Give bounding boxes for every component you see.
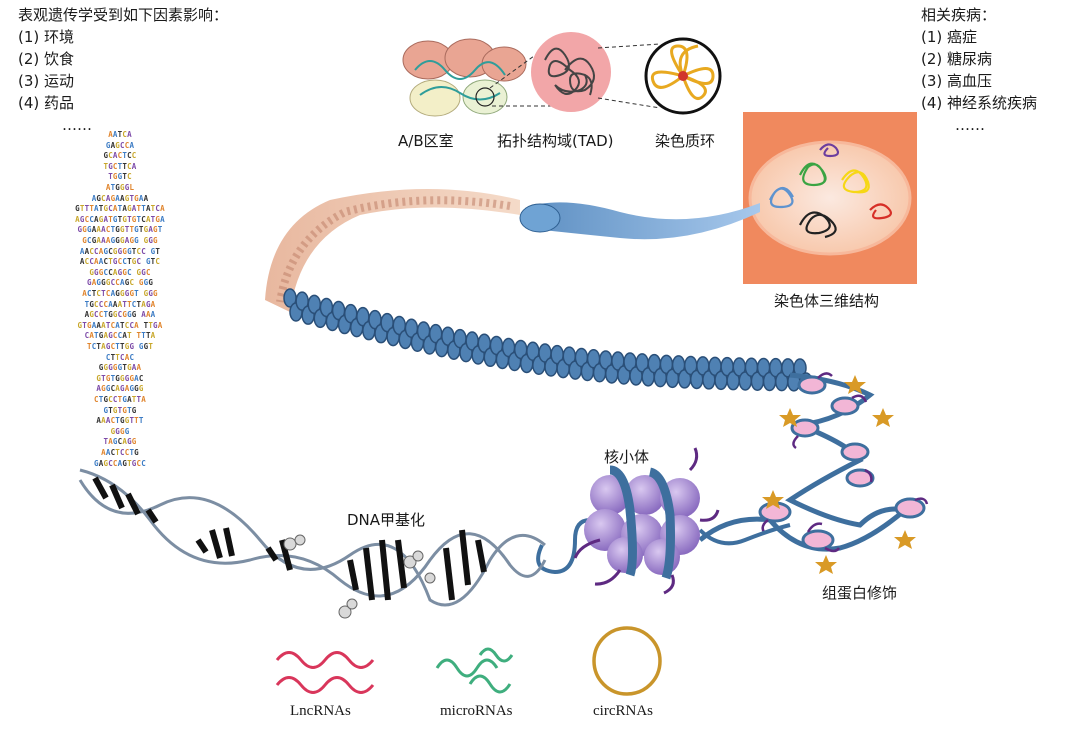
chromatin-loop-figure: [644, 37, 722, 115]
dna-figure-row: ACTCTCAGGGGT GGG: [82, 289, 158, 298]
dna-figure-row: AGCAGAAGTGAA: [91, 193, 149, 203]
dna-figure-row: AAACTGGTTT: [96, 416, 144, 426]
dna-figure-row: AACTCCTG: [101, 448, 139, 457]
dna-figure-row: ACCAACTGCCTGC GTC: [79, 257, 161, 267]
dna-figure-row: AACCAGCGGGGTCC GT: [79, 246, 161, 256]
dna-figure-row: GTGAAATCATCCA TTGA: [77, 320, 163, 330]
chromosome-3d-label: 染色体三维结构: [774, 292, 880, 310]
chromatin-loop-label: 染色质环: [655, 132, 716, 150]
dna-figure-row: GTTTATGCATAGATTATCA: [75, 204, 165, 214]
nucleosome-label: 核小体: [604, 448, 650, 466]
dna-figure-row: AATCA: [108, 130, 132, 139]
dna-figure-row: TGCCCAAATTCTAGA: [84, 299, 156, 309]
dna-figure-row: TGGTC: [108, 172, 132, 182]
dna-figure-row: TCTAGCTTGG GGT: [86, 342, 154, 351]
chromatin-fiber-beige: [265, 189, 520, 312]
chromatin-30nm-fiber: [283, 288, 813, 392]
dna-figure-row: GGGG: [110, 426, 130, 436]
factor-item: (1) 环境: [18, 28, 75, 46]
dna-figure-row: GGGAAACTGGTTGTGAGT: [77, 225, 163, 235]
dna-methylation-label: DNA甲基化: [347, 511, 426, 529]
histone-modification-chain: [698, 372, 929, 574]
tad-label: 拓扑结构域(TAD): [497, 132, 614, 150]
dna-figure-row: GTGTGGGGAC: [96, 373, 144, 383]
diseases-ellipsis: ……: [955, 116, 985, 134]
factor-item: (2) 饮食: [18, 50, 75, 68]
dna-figure-row: AGCCTGGCGGG AAA: [84, 310, 156, 320]
histone-modification-label: 组蛋白修饰: [822, 584, 898, 602]
dna-figure-row: GGGGGTGAA: [98, 363, 142, 373]
microrna-icon: [435, 647, 514, 694]
dna-figure-row: GGGCCAGGC GGC: [89, 267, 151, 277]
factor-item: (3) 运动: [18, 72, 75, 90]
chromatin-fiber-blue: [519, 202, 760, 240]
dna-figure-row: GCACTCC: [103, 151, 137, 161]
dna-figure-row: GAGCCA: [105, 140, 135, 150]
disease-item: (2) 糖尿病: [921, 50, 993, 68]
nucleosome-figure: [536, 447, 791, 595]
nucleus-panel: [743, 112, 917, 284]
dna-figure-row: GAGGGCCAGC GGG: [86, 278, 154, 288]
dna-figure-row: TGCTTCA: [103, 161, 137, 171]
diseases-title: 相关疾病：: [921, 6, 997, 24]
dna-double-helix: [78, 468, 547, 619]
dna-figure-row: CTGCCTGATTA: [94, 395, 146, 404]
dna-figure-row: AGGCAGAGGG: [96, 384, 144, 394]
tad-figure: [531, 32, 611, 112]
disease-item: (1) 癌症: [921, 28, 978, 46]
diseases-panel: 相关疾病： (1) 癌症 (2) 糖尿病 (3) 高血压 (4) 神经系统疾病 …: [921, 4, 1037, 136]
lncrna-icon: [275, 651, 375, 694]
factors-title: 表观遗传学受到如下因素影响：: [18, 6, 229, 24]
dna-figure-row: CTTCAC: [105, 352, 135, 362]
dna-figure-row: CATGAGCCAT TTTA: [84, 331, 156, 341]
disease-item: (4) 神经系统疾病: [921, 94, 1038, 112]
circrna-icon: [592, 626, 662, 696]
factors-ellipsis: ……: [62, 116, 92, 134]
ab-compartment-label: A/B区室: [398, 132, 454, 150]
microrna-label: microRNAs: [440, 703, 513, 719]
dna-figure-row: GCGAAAGGGAGG GGG: [82, 236, 158, 245]
dna-figure-row: GTGTGTG: [103, 405, 137, 415]
factors-panel: 表观遗传学受到如下因素影响： (1) 环境 (2) 饮食 (3) 运动 (4) …: [18, 4, 228, 136]
factor-item: (4) 药品: [18, 94, 75, 112]
dna-figure-row: TAGCAGG: [103, 437, 137, 447]
dna-figure-row: GAGCCAGTGCC: [94, 458, 146, 468]
ab-compartment-figure: [402, 38, 527, 117]
circrna-label: circRNAs: [593, 703, 653, 719]
dna-figure-row: AGCCAGATGTGTGTCATGA: [75, 214, 165, 224]
lncrna-label: LncRNAs: [290, 703, 351, 719]
disease-item: (3) 高血压: [921, 72, 993, 90]
dna-figure-row: ATGGGL: [105, 183, 135, 192]
